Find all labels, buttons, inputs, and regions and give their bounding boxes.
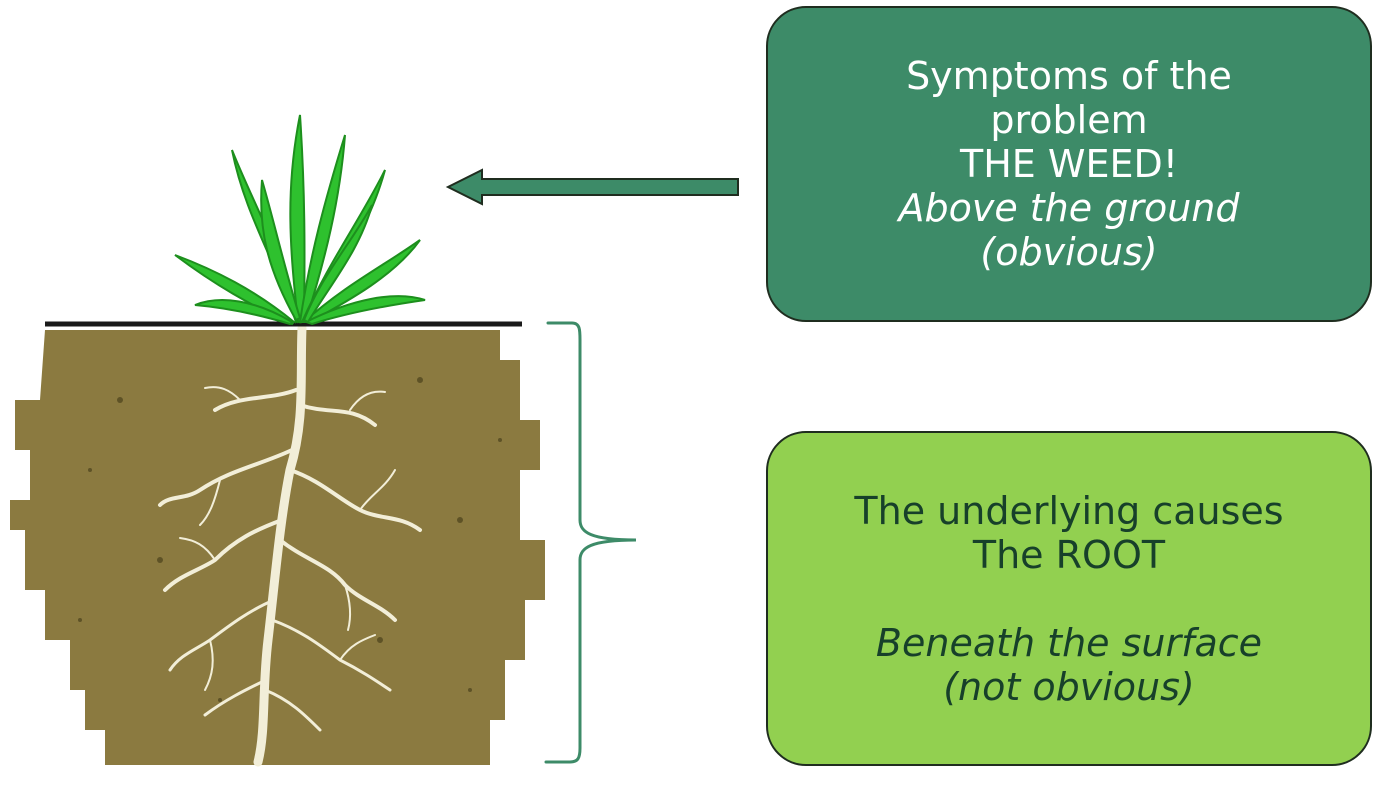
- bracket-icon: [546, 323, 636, 762]
- causes-line-1: The underlying causes: [854, 489, 1283, 533]
- causes-callout: The underlying causes The ROOT Beneath t…: [766, 431, 1372, 766]
- symptoms-line-2: problem: [990, 98, 1147, 142]
- causes-line-4: (not obvious): [943, 665, 1195, 709]
- symptoms-line-4: Above the ground: [898, 186, 1239, 230]
- causes-line-3: Beneath the surface: [876, 621, 1262, 665]
- symptoms-line-3: THE WEED!: [960, 142, 1178, 186]
- symptoms-line-5: (obvious): [980, 230, 1157, 274]
- symptoms-callout: Symptoms of the problem THE WEED! Above …: [766, 6, 1372, 322]
- causes-line-2: The ROOT: [973, 533, 1165, 577]
- symptoms-line-1: Symptoms of the: [906, 54, 1232, 98]
- arrow-left-icon: [448, 170, 738, 204]
- weed-icon: [175, 115, 425, 324]
